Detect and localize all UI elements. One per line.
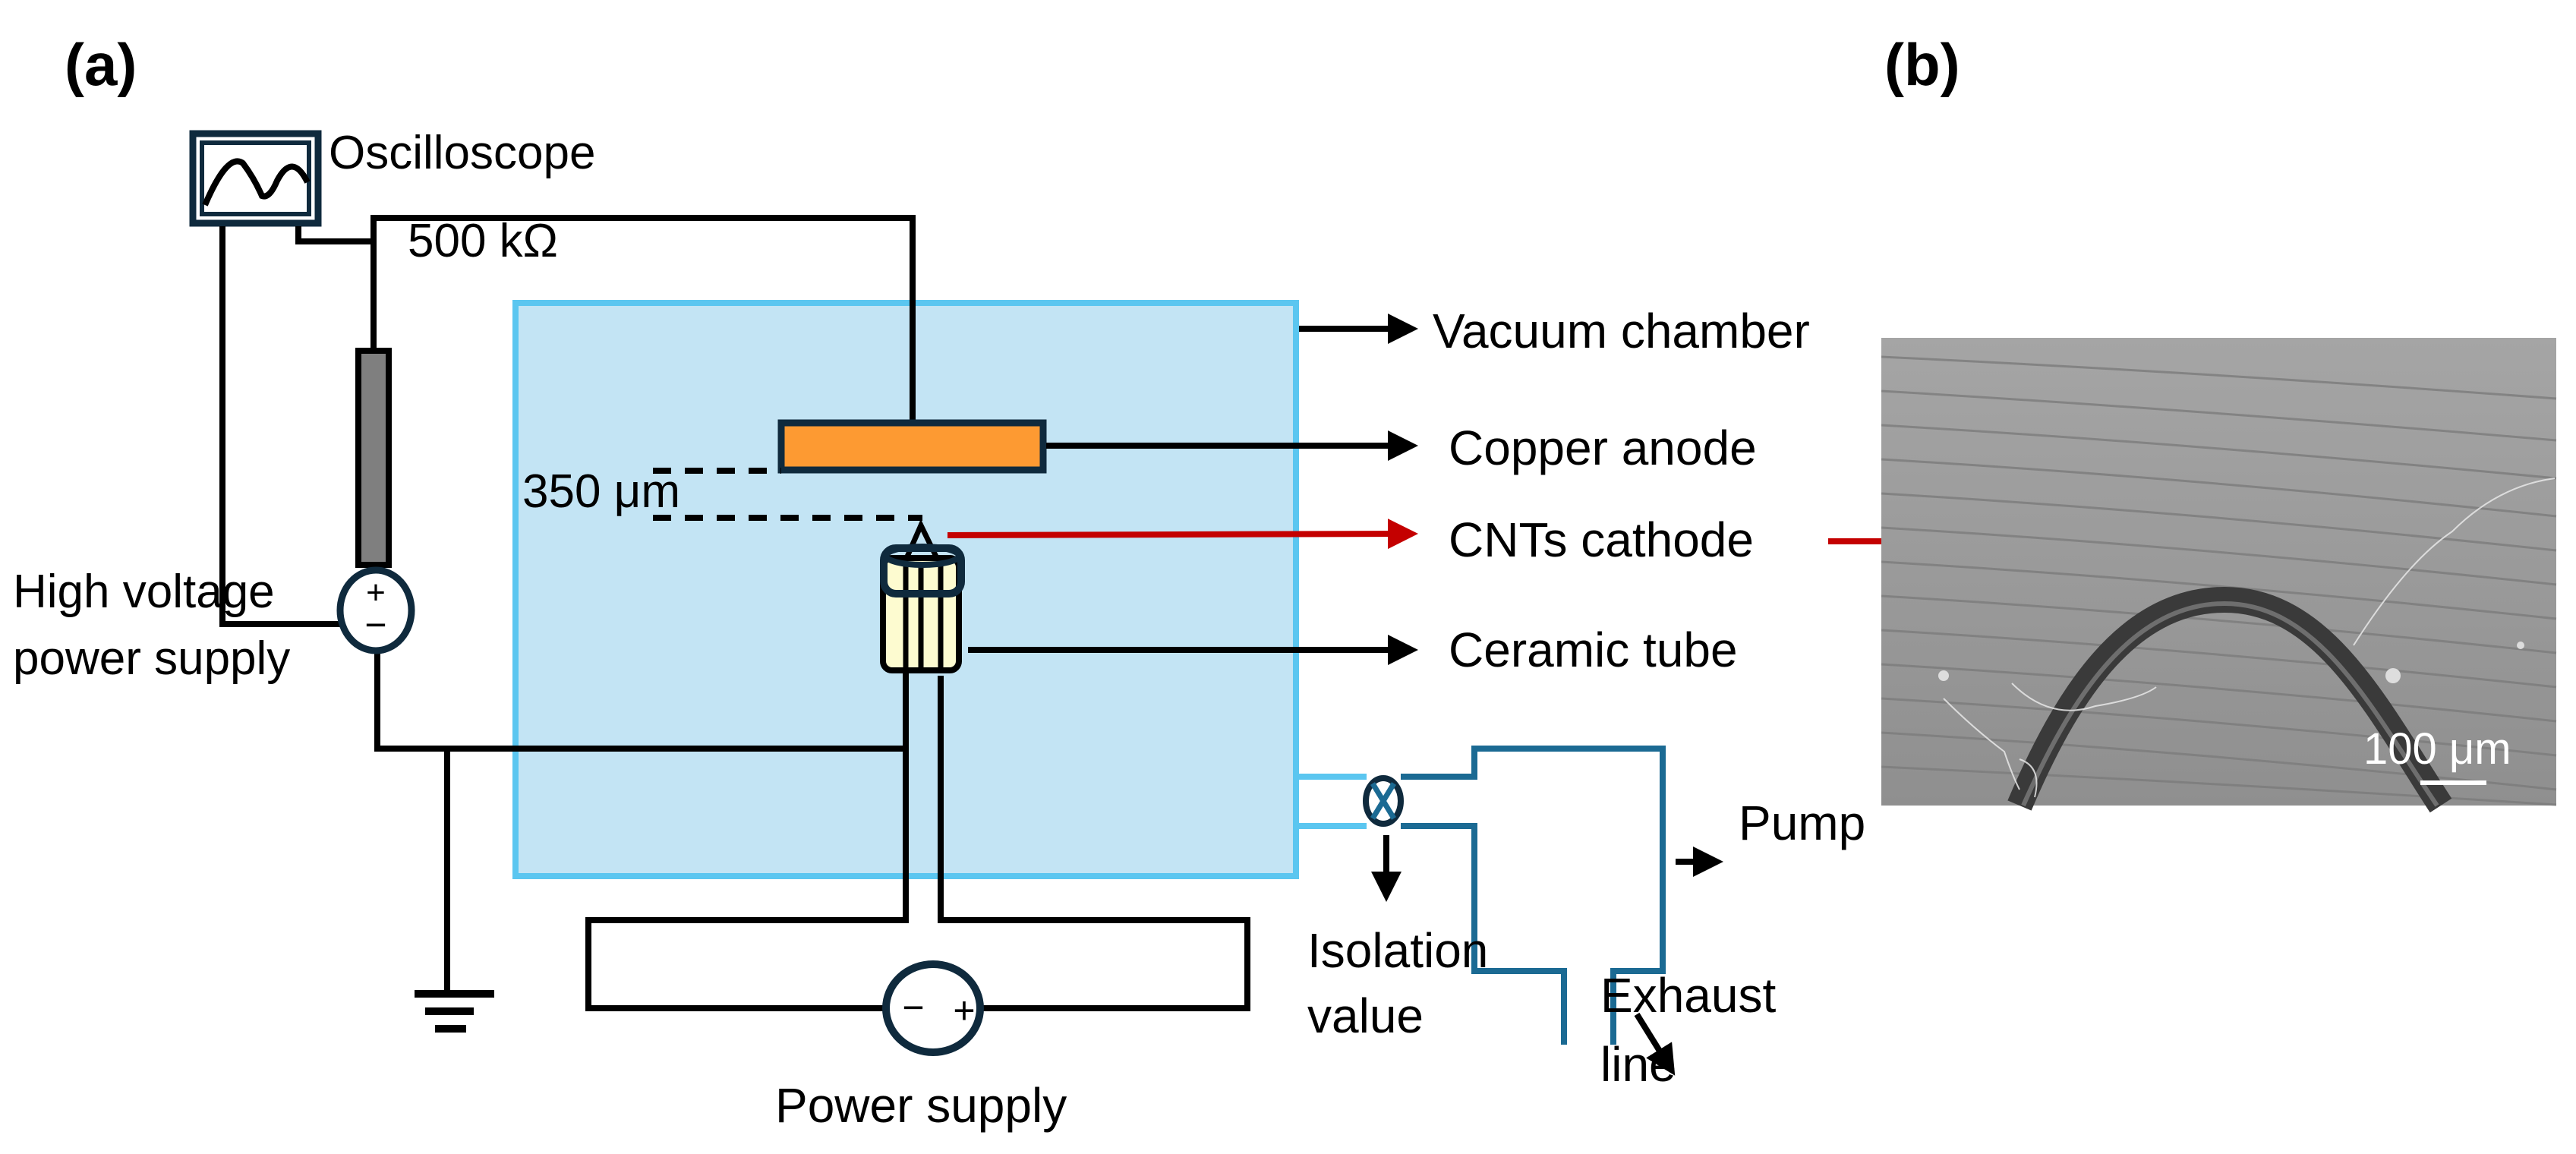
- ceramic-tube-label: Ceramic tube: [1449, 623, 1738, 677]
- power-supply-icon: [882, 960, 984, 1056]
- exhaust-arrow: [1634, 1012, 1676, 1076]
- scale-bar-label: 100 μm: [2363, 724, 2511, 774]
- exhaust-label-line2: line: [1600, 1037, 1676, 1092]
- ps-minus-sign: −: [902, 986, 924, 1029]
- copper-anode-label: Copper anode: [1449, 421, 1757, 475]
- hv-plus-sign: +: [366, 574, 386, 611]
- hv-power-supply-icon: [336, 566, 415, 654]
- hv-supply-label-line1: High voltage: [13, 566, 275, 618]
- panel-b-label: (b): [1884, 31, 1960, 98]
- exhaust-label-line1: Exhaust: [1600, 968, 1776, 1023]
- cnt-stray-fibers: [1943, 478, 2556, 798]
- cnts-cathode-label: CNTs cathode: [1449, 512, 1754, 567]
- pump-label: Pump: [1739, 796, 1865, 850]
- oscilloscope-label: Oscilloscope: [329, 127, 595, 179]
- oscilloscope-icon: [189, 130, 322, 227]
- resistor-label: 500 kΩ: [408, 215, 558, 267]
- panel-a-label: (a): [65, 31, 137, 98]
- power-supply-label: Power supply: [775, 1078, 1067, 1133]
- ground-icon: [415, 990, 494, 1033]
- pump-piping: [1296, 746, 1666, 1045]
- isolation-valve-label-line2: value: [1307, 988, 1424, 1043]
- isolation-valve-label-line1: Isolation: [1307, 923, 1488, 978]
- vacuum-chamber-label: Vacuum chamber: [1433, 304, 1810, 358]
- resistor: [355, 348, 392, 568]
- cnt-fiber: [2007, 586, 2452, 813]
- gap-label: 350 μm: [522, 465, 680, 518]
- ps-plus-sign: +: [953, 989, 975, 1032]
- hv-minus-sign: −: [364, 604, 386, 646]
- gap-dimension-lines: [653, 468, 922, 521]
- hv-supply-label-line2: power supply: [13, 632, 290, 685]
- isolation-valve-icon: [1363, 775, 1404, 827]
- copper-anode: [777, 419, 1047, 474]
- sem-surface-striations: [1881, 355, 2557, 806]
- sem-image: 100 μm: [1881, 338, 2557, 813]
- ceramic-tube: [880, 544, 965, 673]
- cnts-cathode-arrow: [947, 519, 1418, 550]
